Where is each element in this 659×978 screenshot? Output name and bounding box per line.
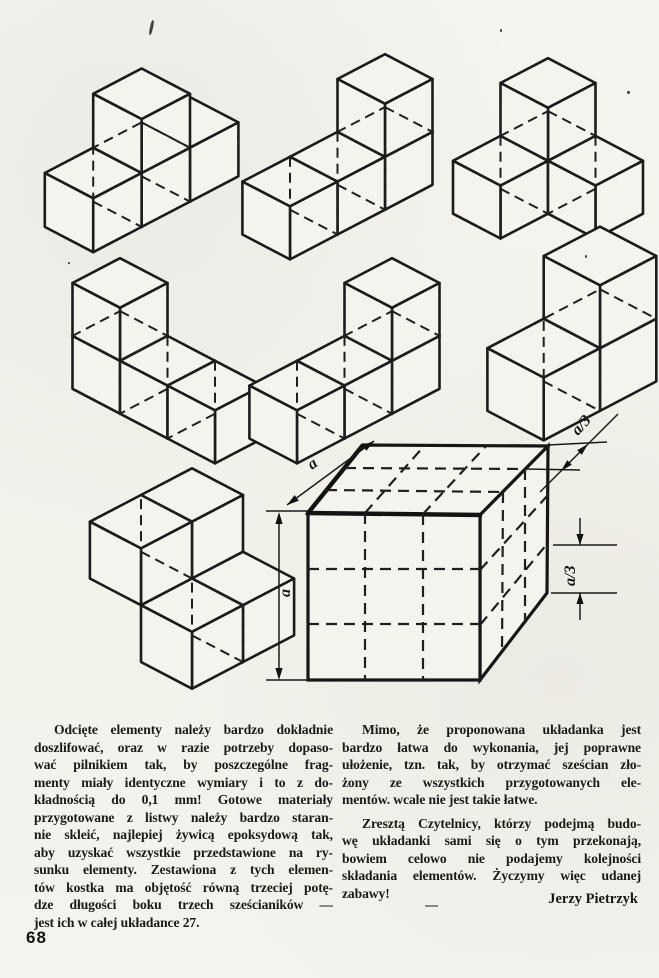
page-number: 68 (26, 928, 47, 947)
text-line: tów kostka ma objętość równą trzeciej po… (34, 879, 333, 895)
text-line: jest ich w całej układance 27. (34, 914, 200, 930)
piece-branch-figure (451, 56, 645, 240)
text-line: ułożenie, tzn. tak, by otrzymać sześcian… (342, 757, 641, 772)
article-column-left: Odcięte elementy należy bardzo dokładnie… (34, 722, 333, 932)
scan-speck (68, 262, 70, 264)
text-line: bowiem celowo nie podajemy kolejności (342, 850, 641, 866)
text-line: zabawy! (342, 885, 390, 901)
dimension-label-a-top: a (304, 455, 320, 473)
text-line: nie skleić, najlepiej żywicą epoksydową … (34, 827, 333, 842)
text-line: Zresztą Czytelnicy, którzy podejmą budo- (362, 815, 641, 831)
text-line: dze długości boku trzech sześcianików — (34, 897, 333, 912)
text-line: bardzo łatwa do wykonania, jej poprawne (342, 739, 641, 755)
text-line: doszlifować, oraz w razie potrzeby dopas… (34, 739, 333, 755)
text-line: mentów. wcale nie jest takie łatwe. (342, 792, 538, 807)
text-line: Odcięte elementy należy bardzo dokładnie (54, 722, 333, 737)
text-line: sunku elementy. Zestawiona z tych elemen… (34, 862, 333, 877)
author-signature: Jerzy Pietrzyk (548, 891, 638, 907)
dimension-label-a-left: a (277, 589, 294, 597)
piece-l-left-figure (248, 256, 442, 465)
text-line: kładnością do 0,1 mm! Gotowe materiały (34, 792, 333, 807)
scan-speck (425, 905, 438, 907)
puzzle-pieces (43, 52, 659, 691)
piece-l-vertical-figure (241, 52, 435, 261)
piece-v-tricube-figure (486, 225, 659, 442)
text-line: wę układanki sami się o tym przekonają, (342, 833, 641, 848)
text-line: menty miały identyczne wymiary i to z do… (34, 774, 333, 790)
dimension-a-left: a (266, 510, 308, 681)
cube-diagram: a a a/3 (266, 412, 619, 685)
text-line: wać pilnikiem tak, by poszczególne frag- (34, 757, 333, 772)
scan-speck (238, 142, 240, 144)
scan-speck (500, 29, 502, 32)
scan-speck (627, 91, 630, 94)
dimension-a3-right: a/3 (551, 518, 617, 620)
text-line: przygotowane z listwy należy bardzo star… (34, 809, 333, 825)
text-line: składania elementów. Życzymy więc udanej (342, 868, 641, 883)
article-column-right: Mimo, że proponowana układanka jest bard… (342, 722, 641, 903)
dimension-label-a3-right: a/3 (562, 566, 579, 586)
cube-front-face (306, 511, 482, 682)
text-line: Mimo, że proponowana układanka jest (362, 722, 641, 737)
scan-speck (585, 255, 587, 258)
piece-step-figure (88, 466, 296, 691)
text-line: żony ze wszystkich przygotowanych ele- (342, 774, 641, 790)
text-line: aby uzyskać wszystkie przedstawione na r… (34, 844, 333, 860)
piece-t-vertical-figure (43, 67, 240, 254)
piece-l-right-figure (70, 256, 264, 465)
